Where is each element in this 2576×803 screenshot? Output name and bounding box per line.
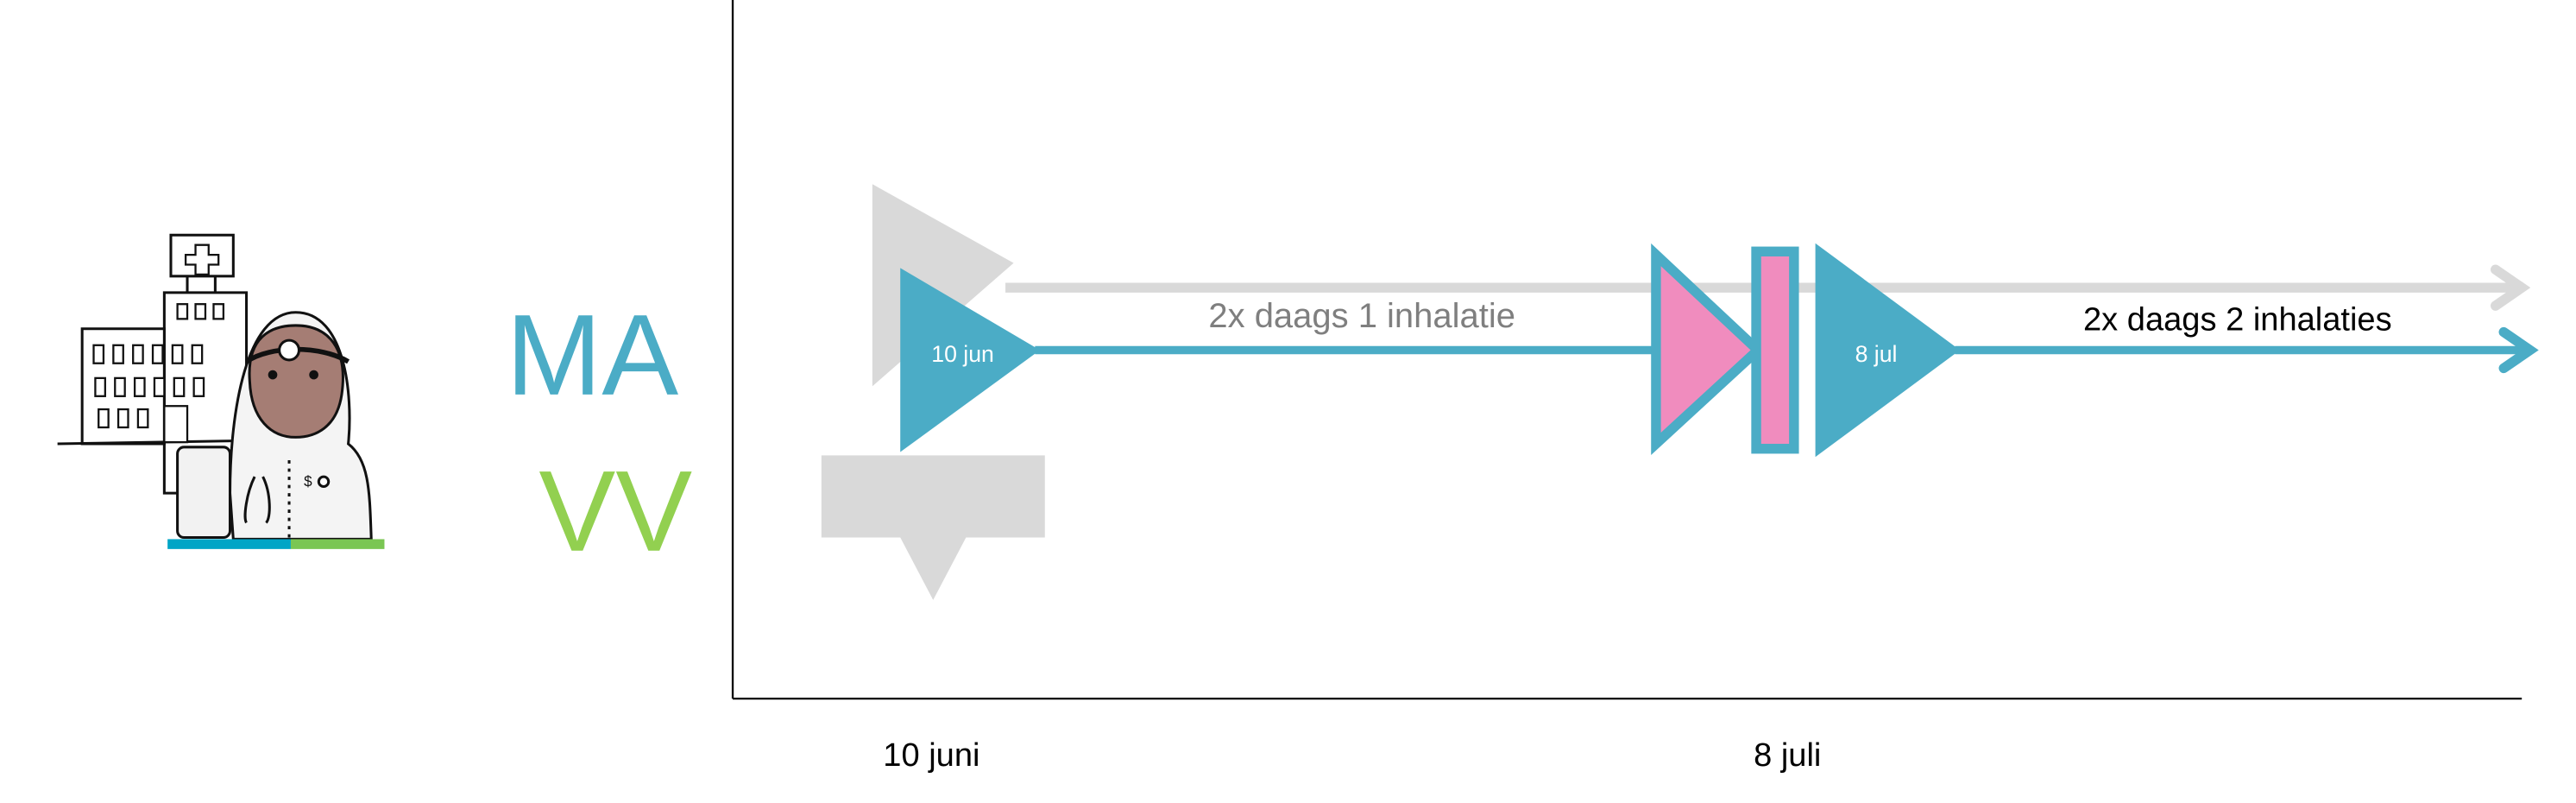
blue-arrowhead-icon (2498, 326, 2539, 374)
role-vv-label: VV (539, 447, 692, 576)
start-marker-label: 10 jun (931, 341, 994, 367)
role-ma-label: MA (506, 291, 678, 420)
pink-bar (1751, 246, 1799, 454)
phase1-label: 2x daags 1 inhalatie (1208, 297, 1515, 335)
axis-tick-start: 10 juni (883, 737, 979, 774)
gray-callout (821, 455, 1045, 600)
change-marker-triangle (1815, 243, 1961, 458)
start-marker-triangle (900, 268, 1041, 452)
phase2-label: 2x daags 2 inhalaties (2083, 302, 2392, 338)
change-marker-label: 8 jul (1855, 341, 1898, 367)
axis-tick-change: 8 juli (1754, 737, 1821, 774)
desk-green (290, 539, 385, 549)
doctor-hospital-illustration: $ (57, 233, 373, 541)
desk-blue (167, 539, 291, 549)
pink-triangle (1651, 243, 1766, 456)
svg-text:$: $ (304, 473, 312, 490)
gray-arrowhead-icon (2491, 264, 2531, 311)
